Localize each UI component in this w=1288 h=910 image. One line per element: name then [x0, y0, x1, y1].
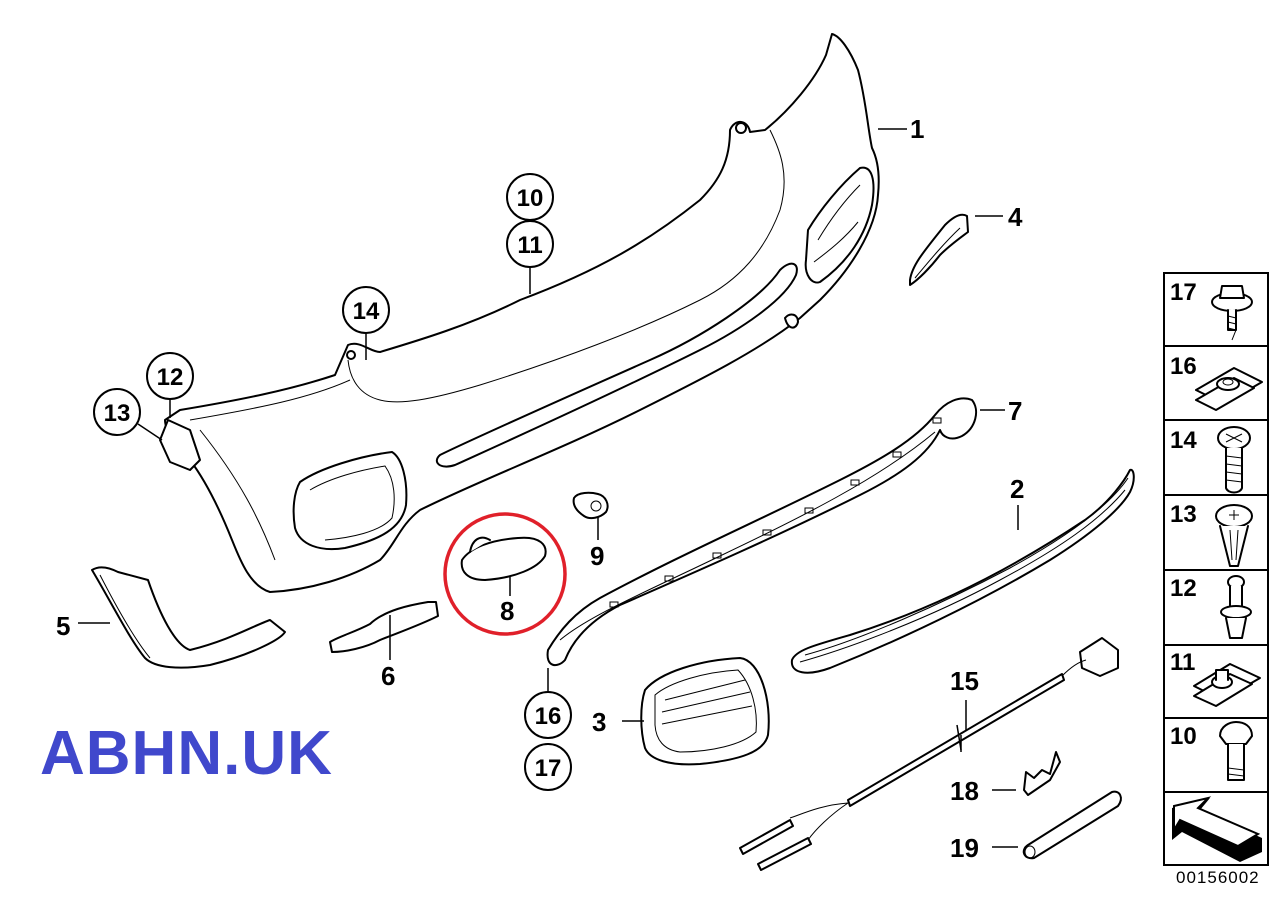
- part-7-lower-apron[interactable]: [546, 397, 978, 667]
- plastic-rivet-icon: [1215, 504, 1253, 567]
- bubble-callouts: 10 11 14 12 13 16 17: [93, 173, 572, 791]
- hex-flange-screw-icon: [1211, 285, 1253, 341]
- callout-10[interactable]: 10: [517, 185, 544, 212]
- callout-4[interactable]: 4: [1008, 202, 1023, 232]
- callout-3[interactable]: 3: [592, 707, 606, 737]
- part-5-corner-trim[interactable]: [91, 566, 286, 669]
- svg-text:10: 10: [1170, 723, 1197, 750]
- fastener-legend: 17 16 14: [1163, 272, 1269, 866]
- part-19-sleeve[interactable]: [1022, 790, 1122, 860]
- expanding-rivet-icon: [1220, 575, 1252, 639]
- legend-item-11[interactable]: 11: [1170, 649, 1261, 707]
- callout-2[interactable]: 2: [1010, 474, 1024, 504]
- callout-1[interactable]: 1: [910, 114, 924, 144]
- callout-labels: 1 4 7 2 5 6 8 9 3 15 18 19: [56, 114, 1024, 863]
- part-4-side-bracket[interactable]: [909, 213, 969, 286]
- callout-16[interactable]: 16: [535, 703, 562, 730]
- part-9-sensor-holder[interactable]: [572, 491, 609, 520]
- callout-8[interactable]: 8: [500, 596, 514, 626]
- direction-arrow-icon: [1172, 796, 1262, 862]
- callout-7[interactable]: 7: [1008, 396, 1022, 426]
- legend-item-10[interactable]: 10: [1170, 721, 1253, 781]
- svg-text:12: 12: [1170, 575, 1197, 602]
- clip-nut-icon: [1195, 367, 1263, 411]
- legend-item-17[interactable]: 17: [1170, 279, 1253, 341]
- callout-13[interactable]: 13: [104, 400, 131, 427]
- callout-12[interactable]: 12: [157, 364, 184, 391]
- watermark-text: ABHN.UK: [40, 719, 333, 788]
- part-15-wiring-harness[interactable]: [739, 637, 1119, 871]
- part-2-grille-insert[interactable]: [790, 468, 1135, 674]
- part-1-bumper-cover[interactable]: [159, 33, 880, 593]
- part-6-trim-strip[interactable]: [329, 601, 439, 653]
- part-8-reflector[interactable]: [443, 512, 567, 636]
- svg-text:11: 11: [1170, 649, 1195, 676]
- callout-6[interactable]: 6: [381, 661, 395, 691]
- svg-text:16: 16: [1170, 353, 1197, 380]
- part-3-grille-frame[interactable]: [640, 657, 770, 766]
- part-18-terminal[interactable]: [1023, 751, 1061, 796]
- legend-item-16[interactable]: 16: [1170, 353, 1263, 411]
- callout-17[interactable]: 17: [535, 755, 562, 782]
- callout-5[interactable]: 5: [56, 611, 70, 641]
- highlight-circle: [443, 512, 567, 636]
- callout-11[interactable]: 11: [517, 232, 542, 259]
- callout-18[interactable]: 18: [950, 776, 979, 806]
- legend-item-direction[interactable]: [1172, 796, 1262, 862]
- callout-19[interactable]: 19: [950, 833, 979, 863]
- callout-9[interactable]: 9: [590, 541, 604, 571]
- callout-15[interactable]: 15: [950, 666, 979, 696]
- clip-nut-icon: [1193, 663, 1261, 707]
- legend-item-14[interactable]: 14: [1170, 426, 1251, 494]
- legend-item-12[interactable]: 12: [1170, 575, 1252, 639]
- phillips-screw-icon: [1217, 426, 1251, 494]
- svg-text:17: 17: [1170, 279, 1197, 306]
- hex-bolt-icon: [1219, 721, 1253, 781]
- callout-14[interactable]: 14: [353, 298, 380, 325]
- svg-text:13: 13: [1170, 501, 1197, 528]
- document-number: 00156002: [1176, 868, 1260, 887]
- legend-item-13[interactable]: 13: [1170, 501, 1253, 567]
- svg-text:14: 14: [1170, 427, 1197, 454]
